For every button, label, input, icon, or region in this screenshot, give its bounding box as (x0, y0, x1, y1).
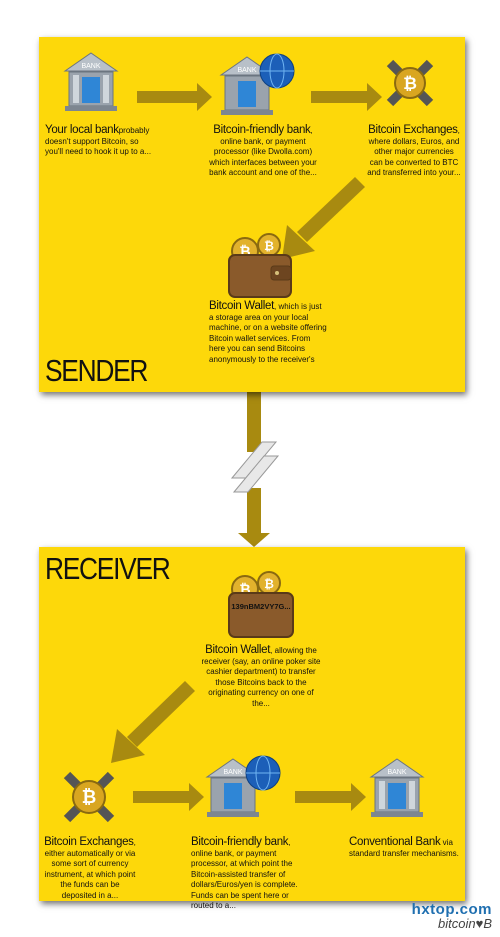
sender-wallet-text: Bitcoin Wallet, which is just a storage … (209, 300, 327, 365)
bank-icon-text: BANK (223, 769, 242, 776)
svg-text:₿: ₿ (264, 239, 274, 253)
sender-friendly-bank-text: Bitcoin-friendly bank, online bank, or p… (207, 124, 319, 179)
receiver-exchange-icon: ₿ (63, 771, 115, 823)
svg-text:₿: ₿ (239, 581, 250, 597)
receiver-wallet-icon: ₿ ₿ (228, 571, 294, 638)
receiver-friendly-bank-desc: , online bank, or payment processor, at … (191, 838, 298, 910)
receiver-wallet-text: Bitcoin Wallet, allowing the receiver (s… (199, 644, 323, 709)
conventional-bank-icon: BANK (369, 758, 425, 817)
receiver-friendly-bank-text: Bitcoin-friendly bank, online bank, or p… (191, 836, 313, 912)
receiver-friendly-bank-icon: BANK (205, 755, 281, 817)
sender-friendly-bank-desc: , online bank, or payment processor (lik… (209, 126, 317, 177)
receiver-wallet-desc: , allowing the receiver (say, an online … (201, 646, 321, 708)
bitcoin-wallet-icon: ₿ ₿ (228, 233, 292, 298)
svg-text:₿: ₿ (264, 577, 274, 591)
receiver-friendly-bank-title: Bitcoin-friendly bank (191, 836, 289, 848)
sender-panel: BANK Your local bankprobably doesn't sup… (39, 37, 465, 392)
receiver-panel: RECEIVER ₿ ₿ 139nBM2VY7G... Bitcoin Wall… (39, 547, 465, 910)
receiver-label: RECEIVER (45, 551, 171, 586)
receiver-wallet-title: Bitcoin Wallet (205, 644, 271, 656)
sender-arrows (137, 83, 382, 259)
sender-exchanges-desc: , where dollars, Euros, and other major … (367, 126, 461, 177)
bank-icon-text: BANK (387, 769, 406, 776)
svg-text:₿: ₿ (82, 787, 97, 807)
bitcoin-exchange-icon: ₿ (386, 59, 434, 107)
receiver-exchanges-text: Bitcoin Exchanges, either automatically … (43, 836, 137, 901)
sender-wallet-title: Bitcoin Wallet (209, 300, 275, 312)
receiver-exchanges-desc: , either automatically or via some sort … (44, 838, 136, 900)
sender-friendly-bank-title: Bitcoin-friendly bank (213, 124, 311, 136)
watermark-brand: bitcoin♥B (438, 916, 492, 931)
sender-local-bank-text: Your local bankprobably doesn't support … (45, 124, 153, 158)
sender-exchanges-title: Bitcoin Exchanges (368, 124, 458, 136)
arrow-friendly-to-exchanges (311, 83, 382, 111)
sender-local-bank-title: Your local bank (45, 124, 119, 136)
receiver-conventional-bank-title: Conventional Bank (349, 836, 441, 848)
svg-text:₿: ₿ (403, 74, 417, 93)
sender-wallet-desc: , which is just a storage area on your l… (209, 302, 327, 364)
receiver-wallet-address: 139nBM2VY7G... (231, 602, 291, 611)
svg-text:₿: ₿ (239, 243, 250, 259)
arrow-wallet-to-exchanges (111, 681, 195, 763)
arrow-exchanges-to-wallet (282, 177, 365, 259)
sender-exchanges-text: Bitcoin Exchanges, where dollars, Euros,… (367, 124, 461, 179)
receiver-arrows (111, 681, 366, 811)
bank-icon: BANK (63, 52, 119, 111)
bank-icon-text: BANK (81, 63, 100, 70)
watermark: hxtop.com bitcoin♥B (412, 902, 492, 931)
receiver-conventional-bank-desc: via standard transfer mechanisms. (349, 838, 459, 858)
sender-local-bank-desc: probably doesn't support Bitcoin, so you… (45, 126, 152, 156)
watermark-domain: hxtop.com (411, 901, 492, 918)
arrow-exchanges-to-friendly (133, 783, 204, 811)
arrow-friendly-to-conventional (295, 783, 366, 811)
bitcoin-friendly-bank-icon: BANK (219, 53, 295, 115)
sender-label: SENDER (45, 353, 148, 388)
arrow-local-to-friendly (137, 83, 212, 111)
bank-icon-text: BANK (237, 67, 256, 74)
receiver-conventional-bank-text: Conventional Bank via standard transfer … (349, 836, 459, 859)
receiver-exchanges-title: Bitcoin Exchanges (44, 836, 134, 848)
